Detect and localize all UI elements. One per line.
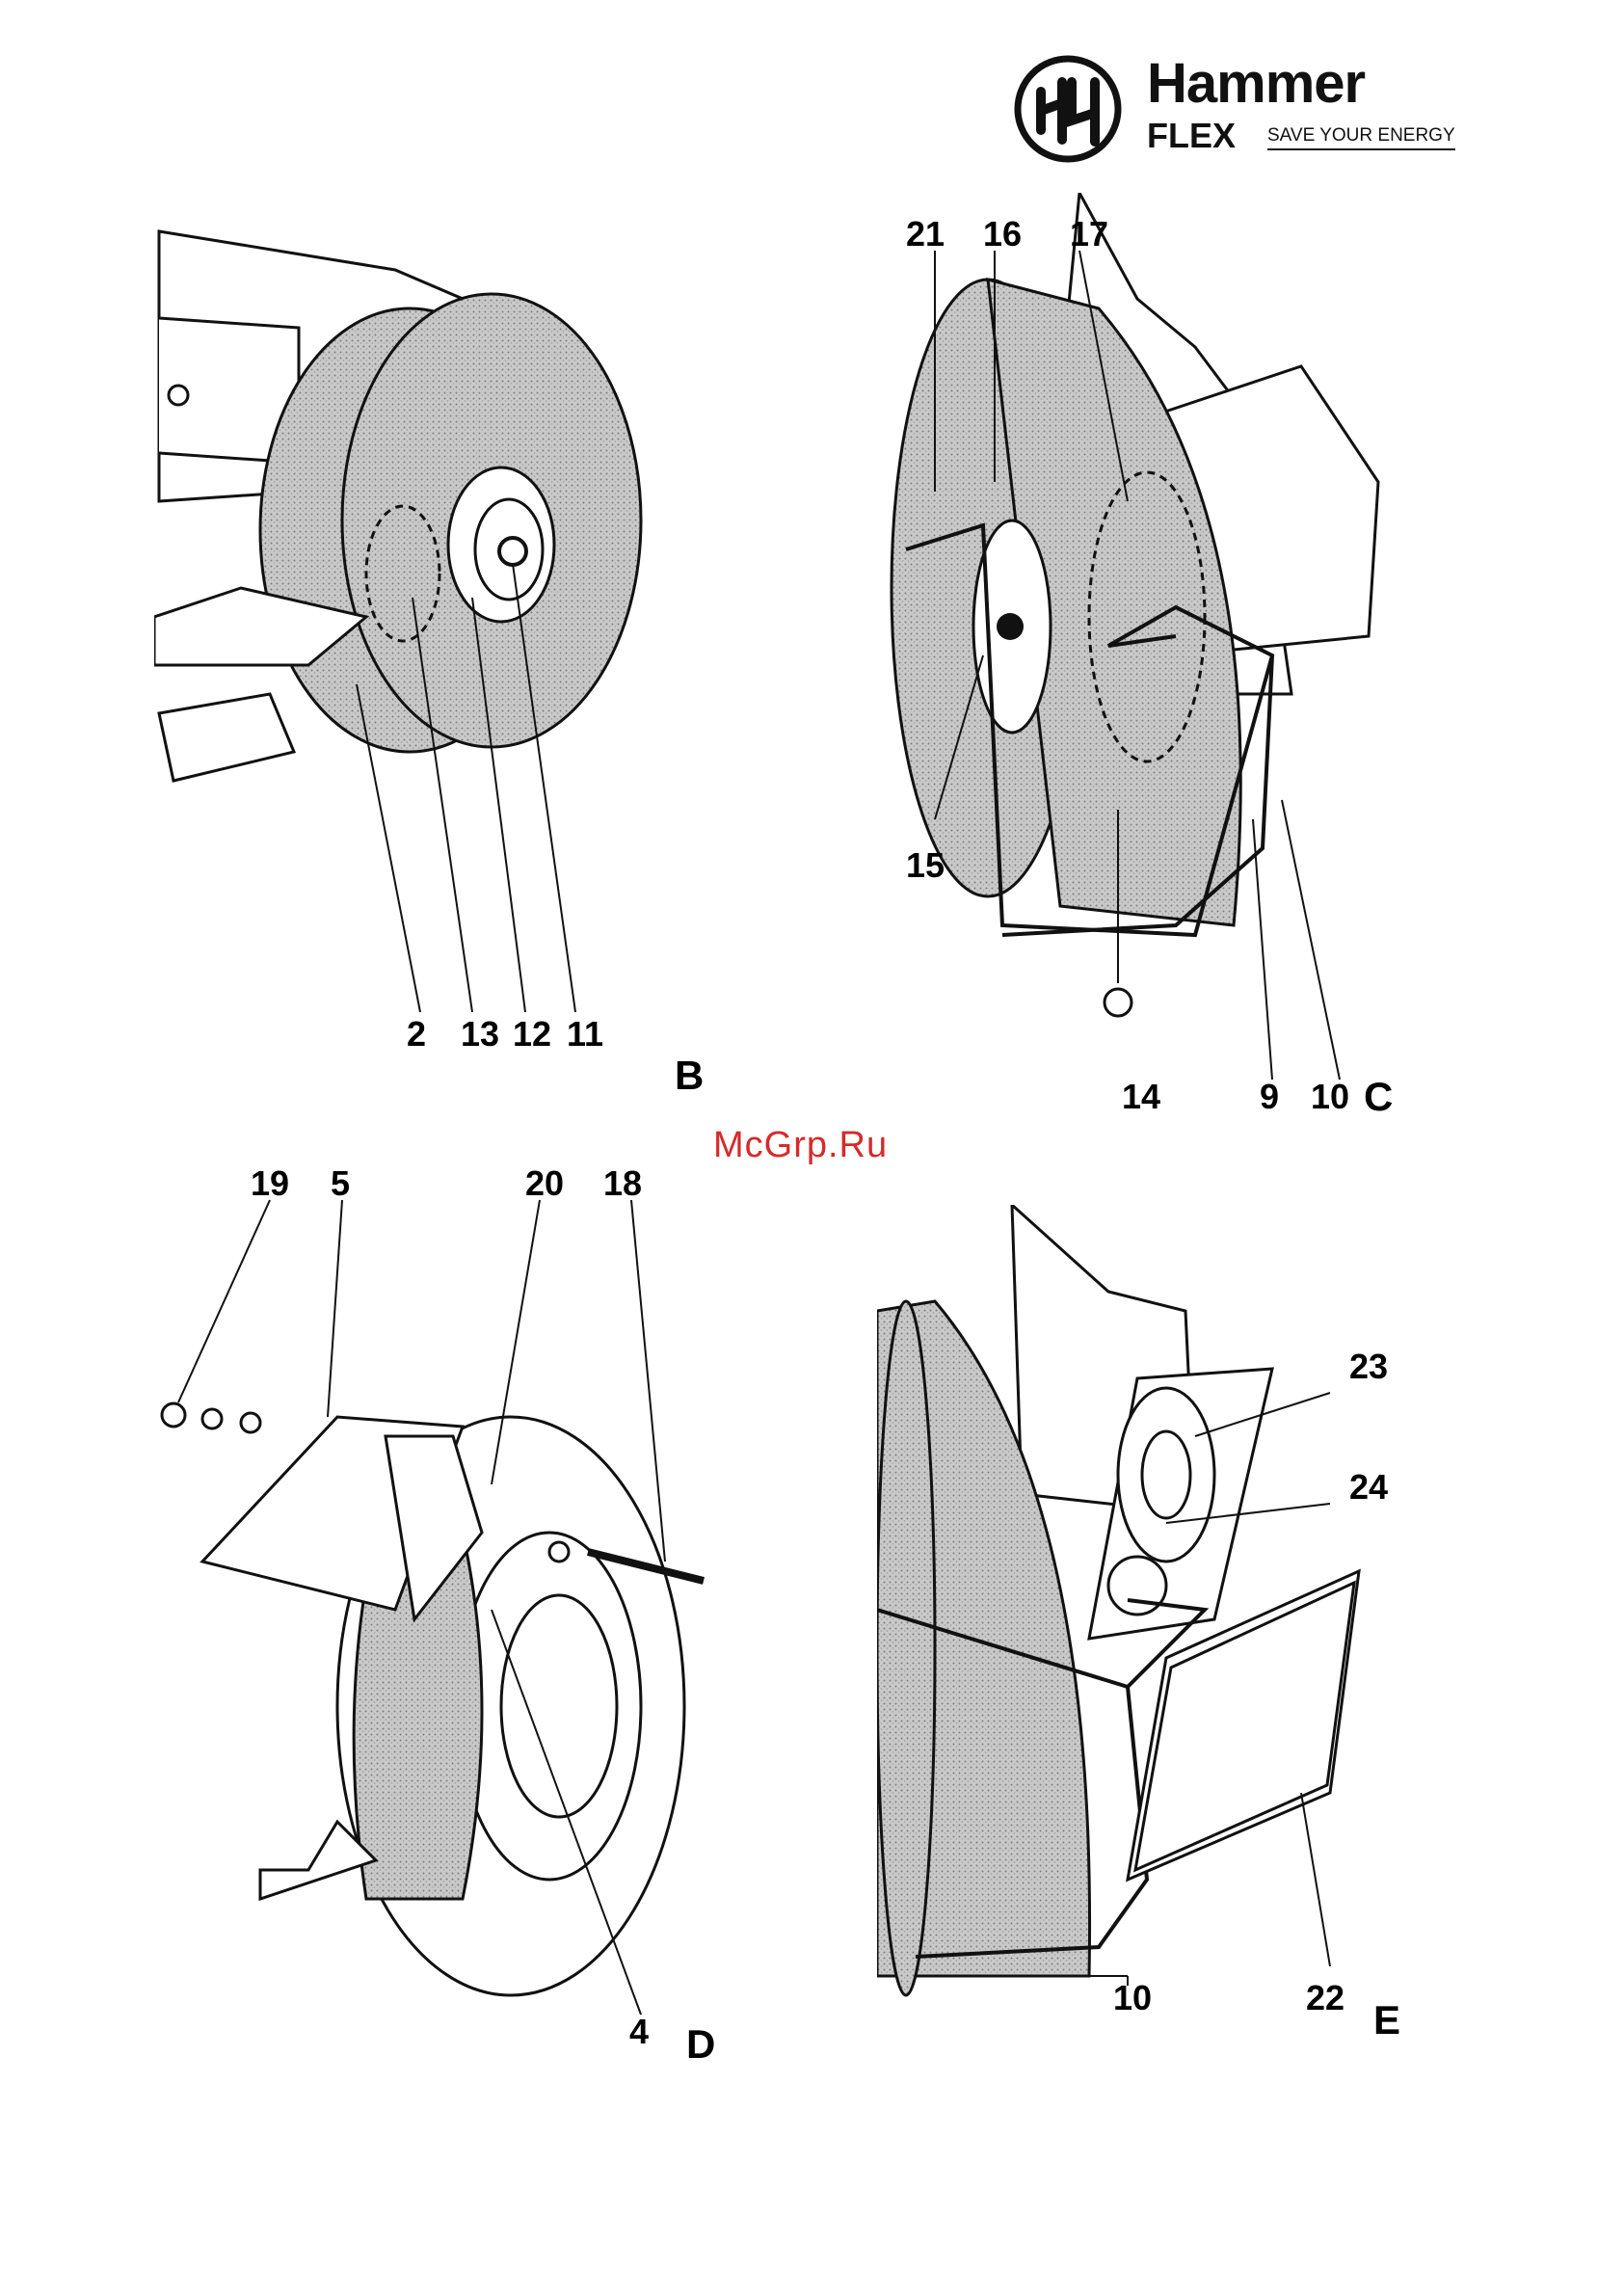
brand-tagline: SAVE YOUR ENERGY — [1267, 125, 1455, 150]
callout-18: 18 — [603, 1166, 642, 1203]
brand-sub: FLEX — [1147, 117, 1236, 155]
figure-e: 23 24 10 22 E — [877, 1205, 1417, 2053]
callout-22: 22 — [1306, 1978, 1344, 2017]
callout-9: 9 — [1260, 1077, 1279, 1116]
callout-21: 21 — [906, 214, 945, 254]
callout-13: 13 — [461, 1014, 499, 1054]
figure-c: 21 16 17 15 14 9 10 C — [887, 193, 1426, 1137]
brand-name: Hammer — [1147, 53, 1365, 115]
callout-10: 10 — [1311, 1077, 1349, 1116]
callout-2: 2 — [407, 1014, 426, 1054]
callout-19: 19 — [251, 1166, 289, 1203]
callout-23: 23 — [1349, 1347, 1388, 1386]
callout-17: 17 — [1070, 214, 1108, 254]
figure-d: 19 5 20 18 4 D — [145, 1166, 742, 2082]
watermark: McGrp.Ru — [713, 1125, 888, 1166]
figure-letter-b: B — [675, 1053, 704, 1098]
callout-4: 4 — [629, 2012, 649, 2051]
hammer-flex-logo-icon — [1012, 53, 1128, 169]
callout-14: 14 — [1122, 1077, 1160, 1116]
brand-logo: Hammer FLEX SAVE YOUR ENERGY — [1012, 53, 1465, 159]
callout-10: 10 — [1113, 1978, 1152, 2017]
callout-5: 5 — [331, 1166, 350, 1203]
callout-11: 11 — [567, 1014, 603, 1054]
callout-12: 12 — [513, 1014, 551, 1054]
callout-24: 24 — [1349, 1467, 1388, 1507]
figure-b: 2 13 12 11 B — [154, 212, 732, 1099]
callout-16: 16 — [983, 214, 1022, 254]
figure-letter-c: C — [1364, 1074, 1393, 1119]
screw-icon — [1105, 989, 1131, 1016]
callout-15: 15 — [906, 845, 945, 885]
figure-letter-d: D — [686, 2021, 715, 2067]
figure-letter-e: E — [1373, 1997, 1400, 2042]
grinding-wheel — [260, 294, 641, 752]
callout-20: 20 — [525, 1166, 564, 1203]
